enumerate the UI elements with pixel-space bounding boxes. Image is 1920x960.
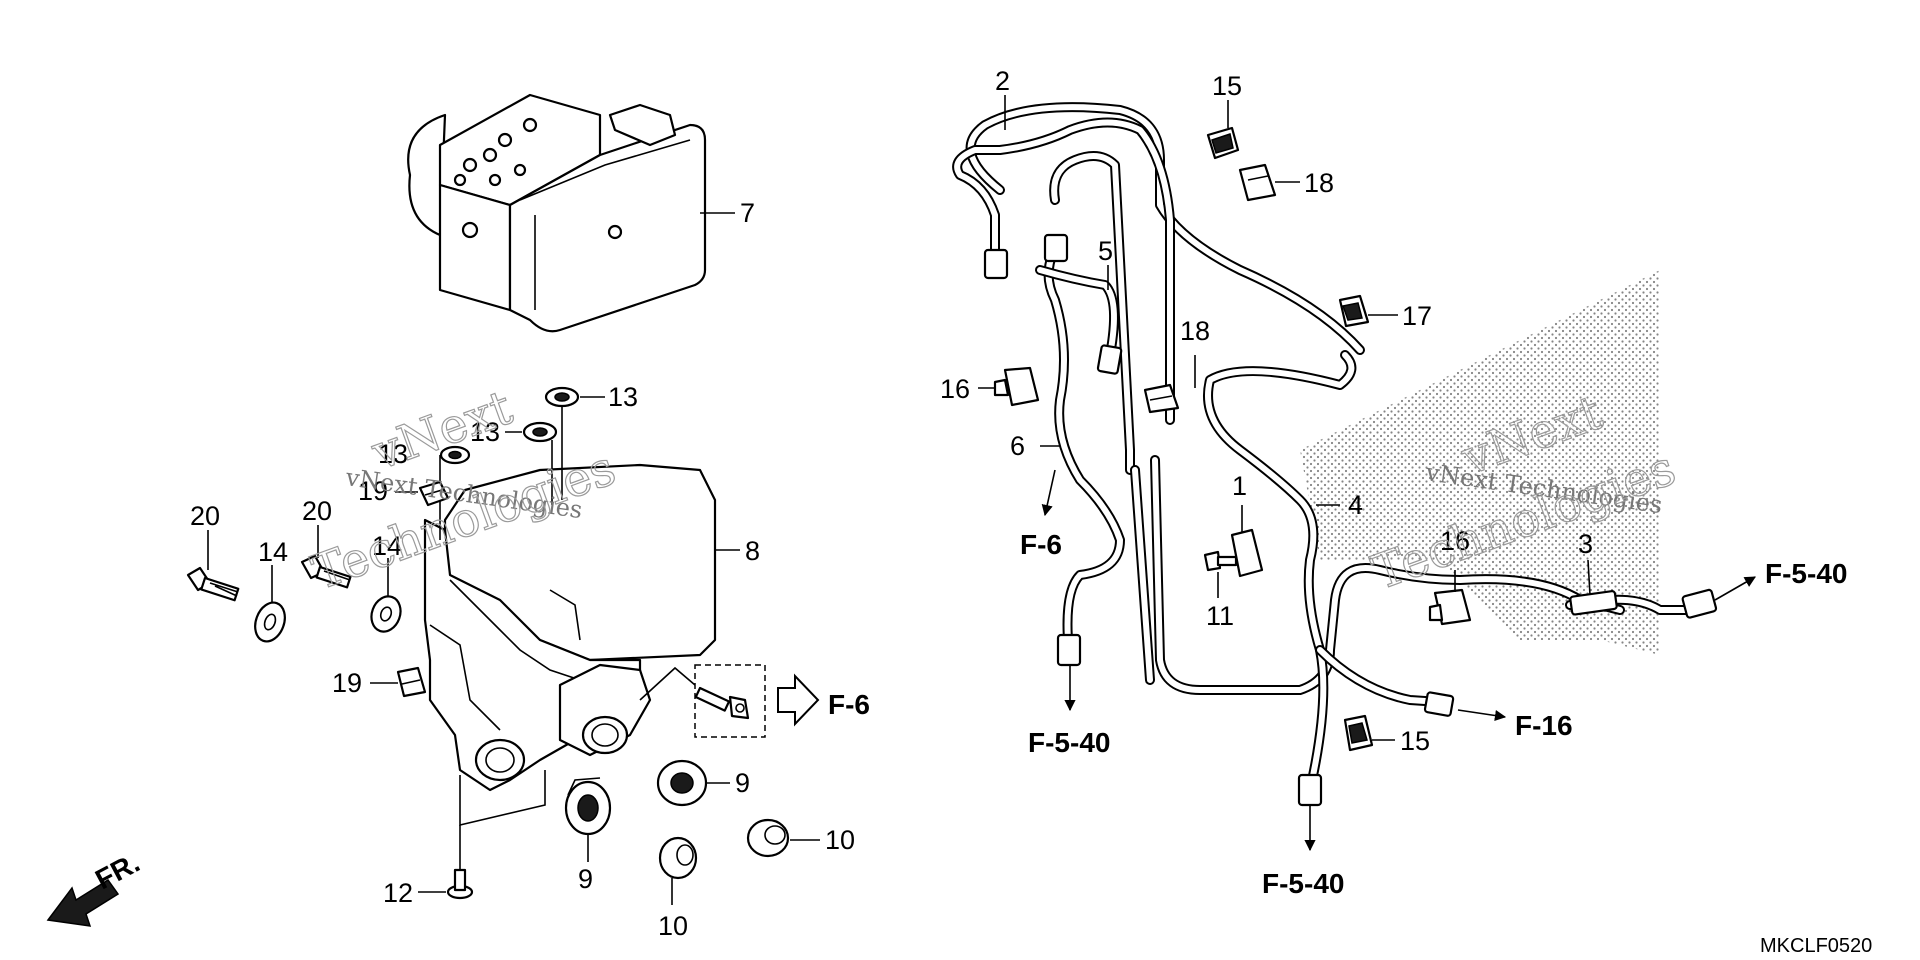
reference-hollow-arrow-icon xyxy=(777,673,820,727)
callout-13b: 13 xyxy=(470,417,500,447)
brake-pipe-assembly[interactable] xyxy=(952,102,1718,807)
svg-text:vNext: vNext xyxy=(364,379,519,481)
callout-3: 3 xyxy=(1578,529,1593,559)
callout-6: 6 xyxy=(1010,431,1025,461)
callout-16a: 16 xyxy=(940,374,970,404)
grommet-part-13c[interactable] xyxy=(439,445,471,465)
callout-1: 1 xyxy=(1232,471,1247,501)
reference-f5-40-left[interactable]: F-5-40 xyxy=(1028,727,1110,758)
callout-14b: 14 xyxy=(372,531,402,561)
bolt-part-20a[interactable] xyxy=(186,566,240,602)
callout-16b: 16 xyxy=(1440,526,1470,556)
reference-f5-40-right[interactable]: F-5-40 xyxy=(1765,558,1847,589)
callout-18b: 18 xyxy=(1180,316,1210,346)
callout-15a: 15 xyxy=(1212,71,1242,101)
callout-18a: 18 xyxy=(1304,168,1334,198)
callout-20a: 20 xyxy=(190,501,220,531)
reference-f5-40-bottom[interactable]: F-5-40 xyxy=(1262,868,1344,899)
callout-19b: 19 xyxy=(332,668,362,698)
callout-15b: 15 xyxy=(1400,726,1430,756)
clip-part-18b[interactable] xyxy=(1143,383,1180,414)
callout-12: 12 xyxy=(383,878,413,908)
callout-5: 5 xyxy=(1098,236,1113,266)
reference-f6-bolt[interactable]: F-6 xyxy=(828,689,870,720)
collar-part-10a[interactable] xyxy=(658,836,698,880)
callout-7: 7 xyxy=(740,198,755,228)
washer-part-14a[interactable] xyxy=(250,598,290,645)
clip-part-17[interactable] xyxy=(1338,294,1370,328)
front-direction-arrow-icon xyxy=(46,878,120,927)
bolt-part-20b[interactable] xyxy=(300,554,352,589)
bolt-part-12[interactable] xyxy=(446,868,474,900)
abs-bracket-part[interactable] xyxy=(423,463,717,792)
bolt-part-11[interactable] xyxy=(1203,550,1238,572)
callout-13c: 13 xyxy=(378,439,408,469)
reference-f6-pipe[interactable]: F-6 xyxy=(1020,529,1062,560)
callout-17: 17 xyxy=(1402,301,1432,331)
grommet-part-13b[interactable] xyxy=(522,421,558,443)
callout-13a: 13 xyxy=(608,382,638,412)
callout-11: 11 xyxy=(1206,601,1234,631)
washer-part-14b[interactable] xyxy=(367,592,406,635)
clip-part-15a[interactable] xyxy=(1206,126,1240,160)
collar-part-10b[interactable] xyxy=(746,818,790,858)
bushing-part-9b[interactable] xyxy=(656,759,708,807)
reference-f16[interactable]: F-16 xyxy=(1515,710,1573,741)
callout-19a: 19 xyxy=(358,476,388,506)
clip-part-19b[interactable] xyxy=(396,666,427,698)
callout-9a: 9 xyxy=(735,768,750,798)
diagram-code: MKCLF0520 xyxy=(1760,935,1872,957)
abs-modulator-part[interactable] xyxy=(407,93,707,333)
callout-2: 2 xyxy=(995,66,1010,96)
stipple-shading xyxy=(1300,270,1660,655)
callout-14a: 14 xyxy=(258,537,288,567)
callout-9b: 9 xyxy=(578,864,593,894)
clip-part-16b[interactable] xyxy=(1428,588,1472,626)
grommet-part-13a[interactable] xyxy=(544,386,580,408)
callout-20b: 20 xyxy=(302,496,332,526)
callout-8: 8 xyxy=(745,536,760,566)
callout-10b: 10 xyxy=(658,911,688,941)
clip-part-16a[interactable] xyxy=(993,366,1040,407)
bolt-part-detail[interactable] xyxy=(694,686,750,720)
callout-10a: 10 xyxy=(825,825,855,855)
clip-part-15b[interactable] xyxy=(1343,714,1374,752)
bolt-detail-box xyxy=(694,664,766,738)
clip-part-19a[interactable] xyxy=(418,480,450,507)
bushing-part-9a[interactable] xyxy=(564,777,612,836)
callout-4: 4 xyxy=(1348,490,1363,520)
clip-part-18a[interactable] xyxy=(1238,163,1277,202)
pipe-bracket-part-1[interactable] xyxy=(1230,528,1264,578)
